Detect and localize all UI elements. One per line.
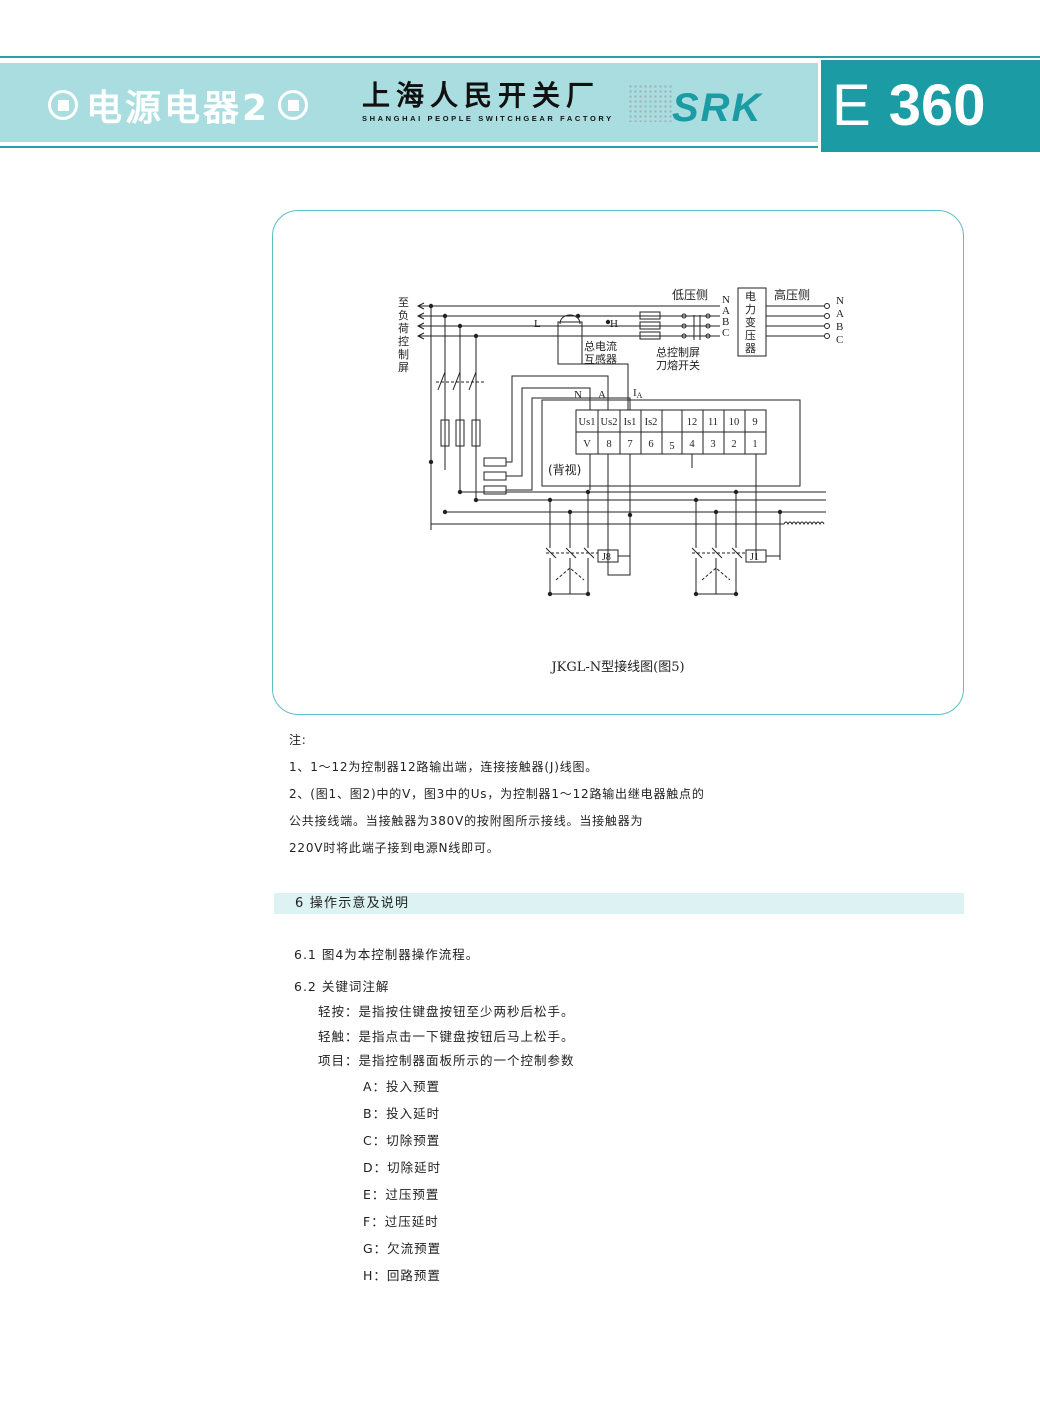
terminal-7: 7 <box>627 439 632 450</box>
terminal-6: 6 <box>648 439 653 450</box>
terminal-9: 9 <box>752 417 757 428</box>
brand-name-en: SHANGHAI PEOPLE SWITCHGEAR FACTORY <box>362 114 614 123</box>
diagram-caption: JKGL-N型接线图(图5) <box>551 660 685 675</box>
ia-label: IA <box>633 387 643 400</box>
back-view-label: (背视) <box>548 462 581 477</box>
terminal-11: 11 <box>708 417 718 428</box>
j1-label: J1 <box>750 552 759 563</box>
header-band <box>0 63 818 142</box>
series-title: 电源电器2 <box>86 88 271 129</box>
dot-pattern-decoration <box>628 84 672 122</box>
circled-square-icon <box>48 90 78 120</box>
phase-left-n: N <box>722 294 730 306</box>
transformer-label-5: 器 <box>745 342 756 355</box>
param-item: A：投入预置 <box>363 1079 441 1094</box>
series-heading: 电源电器2 <box>48 78 309 132</box>
note-line: 2、(图1、图2)中的V，图3中的Us，为控制器1～12路输出继电器触点的 <box>289 787 705 801</box>
phase-right-a: A <box>836 308 844 320</box>
param-item: C：切除预置 <box>363 1133 441 1148</box>
terminal-v: V <box>583 439 591 450</box>
j8-label: J8 <box>602 552 611 563</box>
n-label: N <box>574 389 582 401</box>
to-load-label-5: 制 <box>398 348 409 361</box>
switch-label-1: 总控制屏 <box>656 345 700 359</box>
phase-right-b: B <box>836 321 843 333</box>
param-item: B：投入延时 <box>363 1106 441 1121</box>
terminal-2: 2 <box>731 439 736 450</box>
header-bottom-rule <box>0 146 818 148</box>
to-load-label-1: 至 <box>398 296 409 309</box>
page-number: 360 <box>888 73 986 138</box>
phase-left-b: B <box>722 316 729 328</box>
section-title: 6 操作示意及说明 <box>295 896 410 911</box>
to-load-label-3: 荷 <box>398 322 409 335</box>
transformer-label-3: 变 <box>745 315 756 329</box>
notes-heading: 注: <box>289 733 307 747</box>
transformer-label-2: 力 <box>745 303 756 316</box>
terminal-us1: Us1 <box>579 417 596 428</box>
diagram-frame <box>272 210 964 715</box>
a-label: A <box>598 389 606 401</box>
definition-line: 项目：是指控制器面板所示的一个控制参数 <box>318 1053 575 1068</box>
terminal-5: 5 <box>669 441 674 452</box>
definition-line: 轻触：是指点击一下键盘按钮后马上松手。 <box>318 1029 575 1044</box>
transformer-label-1: 电 <box>745 290 756 303</box>
note-line: 公共接线端。当接触器为380V的按附图所示接线。当接触器为 <box>289 814 644 828</box>
high-side-label: 高压侧 <box>774 287 810 302</box>
low-side-label: 低压侧 <box>672 288 708 302</box>
note-line: 220V时将此端子接到电源N线即可。 <box>289 841 500 855</box>
param-item: H：回路预置 <box>363 1268 441 1283</box>
param-item: D：切除延时 <box>363 1160 442 1175</box>
param-item: G：欠流预置 <box>363 1241 442 1256</box>
phase-left-c: C <box>722 327 729 339</box>
terminal-4: 4 <box>689 439 695 450</box>
page-number-panel <box>818 60 1040 152</box>
section-item: 6.1 图4为本控制器操作流程。 <box>294 947 480 962</box>
section-item: 6.2 关键词注解 <box>294 979 390 994</box>
to-load-label-6: 屏 <box>398 361 409 374</box>
ct-l-label: L <box>534 318 541 330</box>
header-top-rule <box>0 56 1040 58</box>
notes-block: 注: 1、1～12为控制器12路输出端，连接接触器(J)线图。 2、(图1、图2… <box>289 727 809 862</box>
circled-square-icon <box>278 90 309 120</box>
param-item: F：过压延时 <box>363 1214 439 1229</box>
param-item: E：过压预置 <box>363 1187 440 1202</box>
switch-label-2: 刀熔开关 <box>656 358 700 372</box>
page-letter: E <box>832 73 871 138</box>
terminal-is1: Is1 <box>624 417 637 428</box>
phase-right-c: C <box>836 334 843 346</box>
note-line: 1、1～12为控制器12路输出端，连接接触器(J)线图。 <box>289 760 599 774</box>
page-code: E 360 <box>832 70 985 142</box>
to-load-label-2: 负 <box>398 308 409 322</box>
terminal-3: 3 <box>710 439 715 450</box>
to-load-label-4: 控 <box>398 334 409 348</box>
ct-h-label: H <box>610 318 618 330</box>
brand-block: 上海人民开关厂 SHANGHAI PEOPLE SWITCHGEAR FACTO… <box>362 79 614 124</box>
phase-right-n: N <box>836 295 844 307</box>
brand-name-cn: 上海人民开关厂 <box>362 79 601 112</box>
terminal-10: 10 <box>729 417 740 428</box>
srk-logo: SRK <box>672 86 763 130</box>
definition-line: 轻按：是指按住键盘按钮至少两秒后松手。 <box>318 1004 575 1019</box>
ct-label-1: 总电流 <box>584 339 617 353</box>
phase-left-a: A <box>722 305 730 317</box>
terminal-us2: Us2 <box>601 417 618 428</box>
transformer-label-4: 压 <box>745 329 756 342</box>
section-bar <box>274 893 964 914</box>
ct-label-2: 互感器 <box>584 353 617 366</box>
terminal-1: 1 <box>752 439 757 450</box>
terminal-is2: Is2 <box>645 417 658 428</box>
terminal-8: 8 <box>606 439 611 450</box>
terminal-12: 12 <box>687 417 698 428</box>
